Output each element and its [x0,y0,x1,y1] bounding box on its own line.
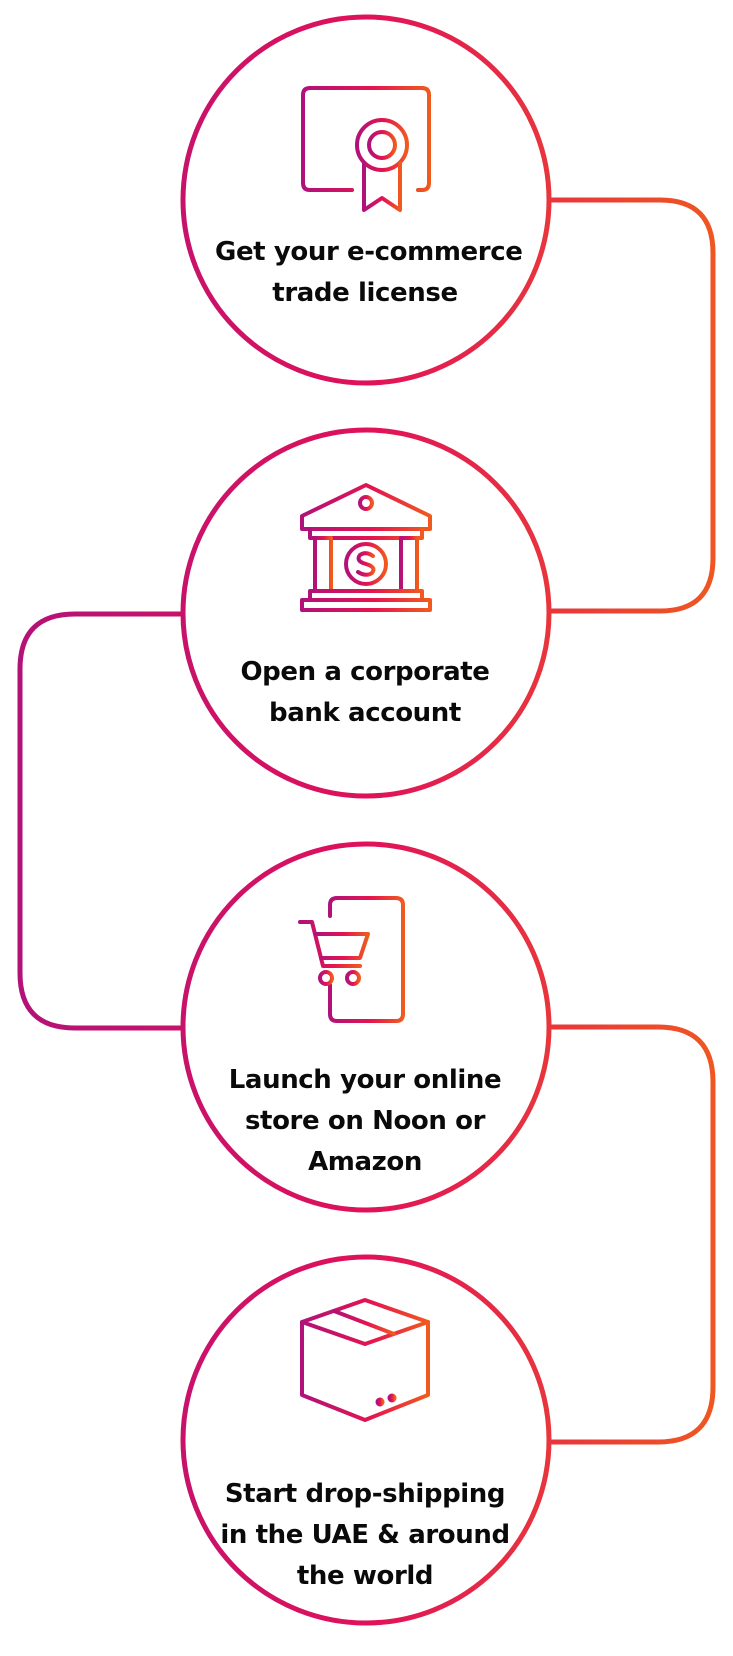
step-1-label-line-2: trade license [272,278,458,308]
step-1-label: Get your e-commerce trade license [215,232,523,314]
bank-icon [300,483,432,612]
shipping-box-icon [263,1298,430,1422]
certificate-icon [301,86,431,212]
step-2-label-line-2: bank account [269,698,461,728]
step-3-label: Launch your online store on Noon or Amaz… [215,1060,515,1183]
step-circle-2 [180,427,552,799]
step-circle-4 [180,1254,552,1626]
connector-step1-step2 [549,197,716,614]
step-circle-3 [180,841,552,1213]
step-3-label-line-2: store on Noon or [244,1106,486,1136]
step-3-label-line-3: Amazon [308,1147,422,1177]
mobile-shopping-cart-icon [281,896,405,1023]
step-3-label-line-1: Launch your online [228,1065,502,1095]
step-4-label: Start drop-shipping in the UAE & around … [215,1474,515,1597]
connector-step2-step3 [17,611,183,1031]
step-4-label-line-2: in the UAE & around [220,1520,510,1550]
step-1-label-line-1: Get your e-commerce [215,237,523,267]
step-2-label: Open a corporate bank account [215,652,515,734]
step-2-label-line-1: Open a corporate [240,657,490,687]
step-4-label-line-1: Start drop-shipping [224,1479,506,1509]
step-4-label-line-3: the world [296,1561,434,1591]
connector-step3-step4 [549,1024,716,1445]
